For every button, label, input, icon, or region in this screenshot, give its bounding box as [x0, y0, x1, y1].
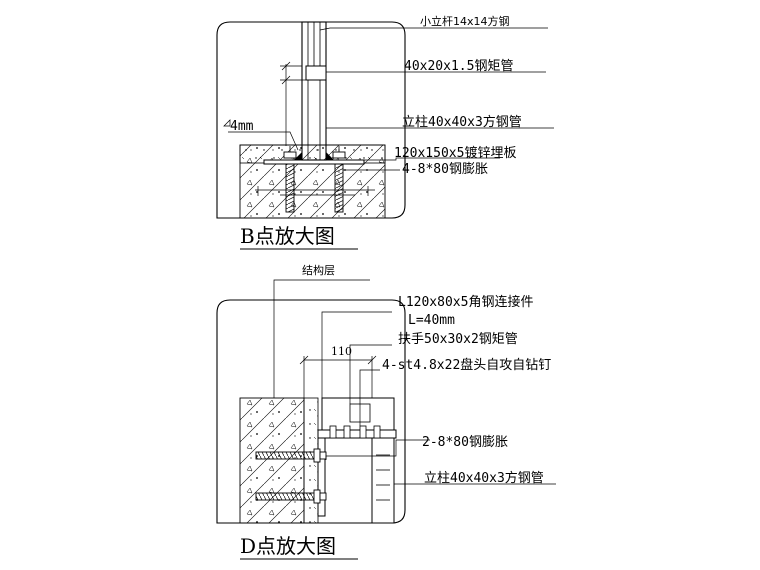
- detail-d-frame: [216, 299, 406, 524]
- label-plate: 120x150x5镀锌埋板: [394, 145, 516, 161]
- detail-b-rect-tube: [305, 65, 327, 81]
- detail-d-post: [371, 437, 395, 524]
- label-weld: 4mm: [230, 119, 254, 134]
- label-rect-tube: 40x20x1.5钢矩管: [404, 59, 513, 74]
- label-angle: L120x80x5角钢连接件: [398, 294, 533, 310]
- detail-d-dimension: 110: [331, 345, 352, 358]
- detail-b: 小立杆14x14方钢 40x20x1.5钢矩管 4mm 立柱40x40x3方钢管…: [216, 14, 554, 250]
- detail-d-title: D点放大图: [240, 534, 336, 558]
- detail-d-anchor-bottom: [255, 489, 327, 504]
- detail-b-title: B点放大图: [240, 224, 335, 248]
- detail-d-anchor-top: [255, 448, 327, 463]
- label-screw: 4-st4.8x22盘头自攻自钻钉: [382, 357, 551, 373]
- detail-b-anchor-left: [283, 146, 297, 213]
- label-post: 立柱40x40x3方钢管: [424, 470, 544, 486]
- detail-d-concrete: [239, 397, 305, 524]
- detail-d-screws: [329, 425, 381, 439]
- label-post: 立柱40x40x3方钢管: [402, 114, 522, 130]
- label-angle-len: L=40mm: [408, 313, 455, 328]
- label-structure: 结构层: [302, 263, 335, 277]
- label-small-bar: 小立杆14x14方钢: [420, 14, 510, 28]
- label-anchor: 4-8*80钢膨胀: [402, 162, 488, 177]
- detail-b-weld-right: [326, 152, 334, 160]
- detail-d: 110 结构层 L120x80x5角钢连接件 L=40mm 扶手50x30x2钢…: [216, 263, 556, 560]
- detail-b-frame: [216, 21, 406, 219]
- detail-b-anchor-right: [332, 146, 346, 213]
- detail-b-embed-plate: [263, 159, 365, 165]
- label-handrail: 扶手50x30x2钢矩管: [398, 332, 518, 347]
- label-anchor: 2-8*80钢膨胀: [422, 435, 508, 450]
